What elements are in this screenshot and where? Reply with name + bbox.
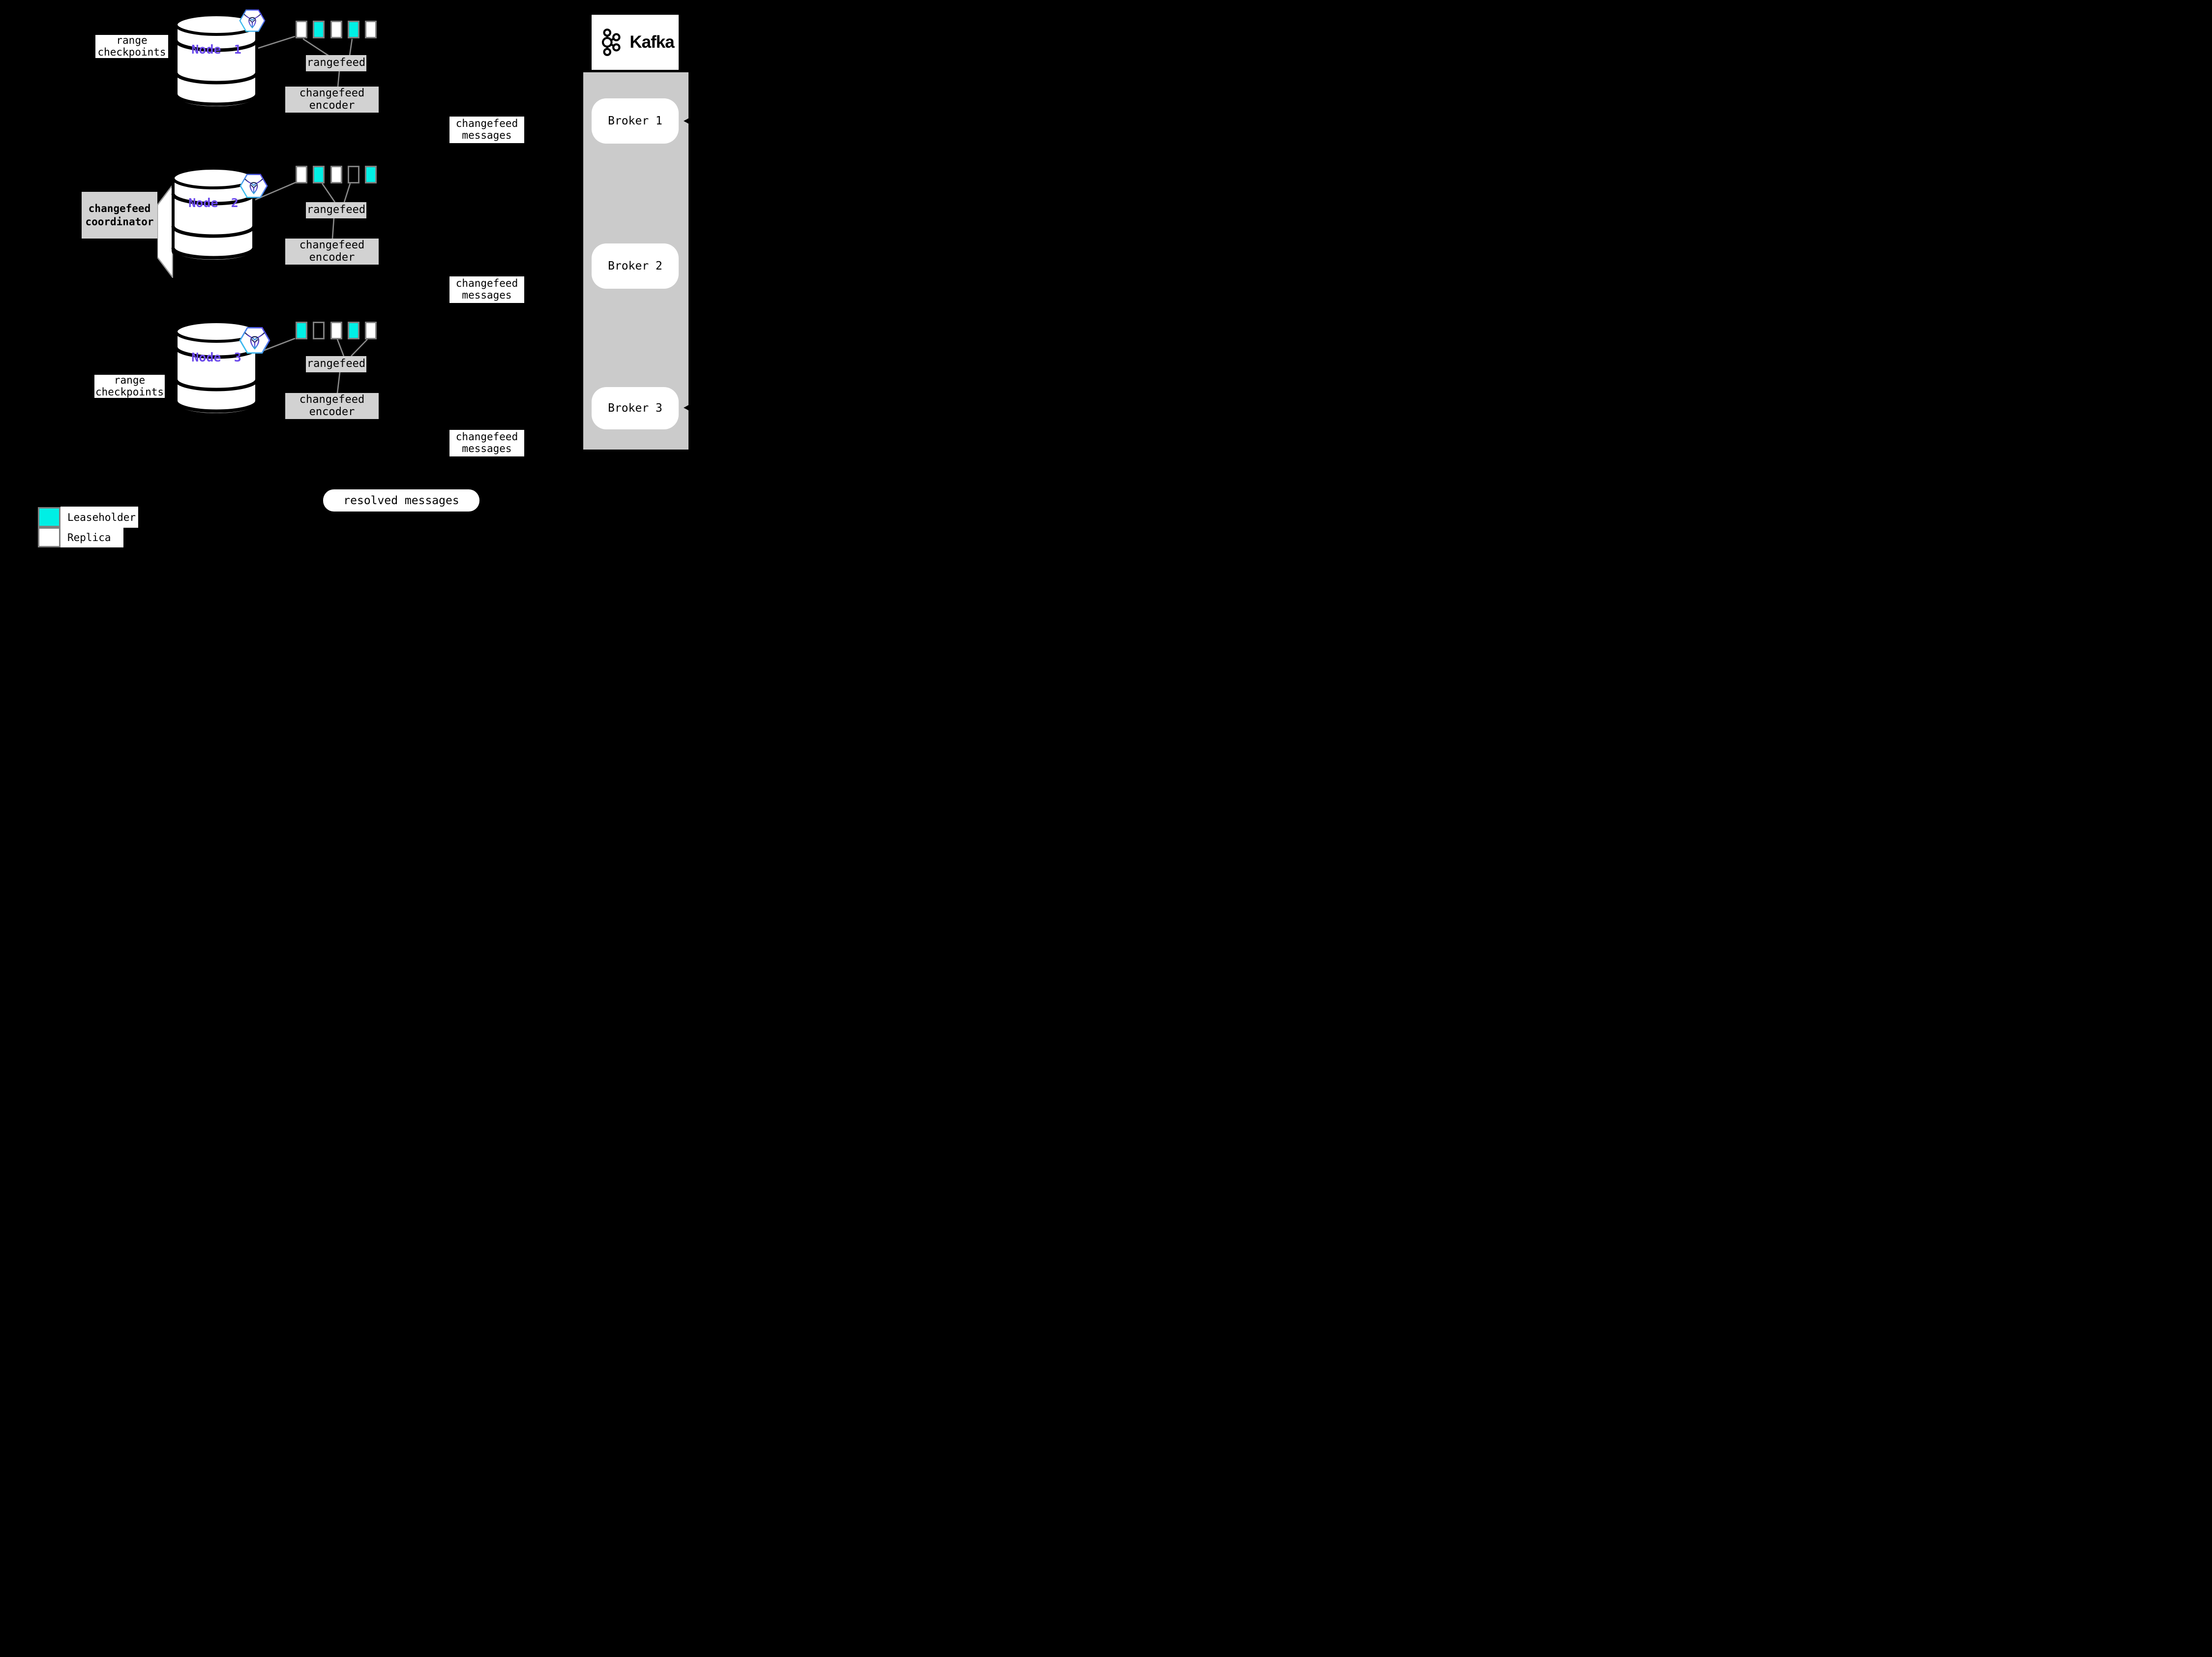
node1-cylinder-icon	[173, 13, 260, 110]
arrowhead-icon	[684, 404, 690, 411]
rangefeed-box-node2: rangefeed	[306, 202, 366, 218]
changefeed-messages-label-1: changefeed messages	[449, 117, 524, 143]
range-swatch	[296, 322, 307, 339]
connector-lines	[250, 35, 368, 393]
arrowhead-icon	[684, 118, 690, 124]
legend-swatch-leaseholder	[38, 507, 60, 527]
broker-box-2: Broker 2	[592, 243, 679, 289]
cockroachdb-badge-icon	[239, 325, 270, 356]
node2-label: Node 2	[188, 196, 239, 210]
range-swatch	[330, 322, 342, 339]
cockroachdb-badge-icon	[239, 172, 268, 200]
diagram-canvas: range checkpoints Node 1	[0, 0, 737, 552]
range-swatch	[330, 166, 342, 183]
range-swatch	[313, 21, 325, 38]
range-checkpoints-label-node3: range checkpoints	[94, 374, 165, 398]
range-swatch	[365, 166, 377, 183]
range-swatch	[348, 166, 359, 183]
range-swatch	[313, 166, 325, 183]
kafka-logo-box: Kafka	[592, 15, 679, 70]
range-swatch	[296, 166, 307, 183]
range-swatch	[365, 21, 377, 38]
kafka-wordmark: Kafka	[629, 32, 674, 52]
cockroachdb-badge-icon	[239, 7, 266, 34]
node1-label: Node 1	[191, 42, 241, 57]
rangefeed-box-node3: rangefeed	[306, 356, 366, 372]
kafka-logo-icon	[596, 27, 627, 58]
range-swatch	[348, 21, 359, 38]
changefeed-coordinator-label: changefeed coordinator	[82, 192, 157, 239]
changefeed-encoder-box-node1: changefeed encoder	[285, 87, 379, 113]
legend-label-replica: Replica	[60, 528, 123, 547]
coordinator-flag-shape	[157, 184, 173, 278]
range-swatch	[330, 21, 342, 38]
range-swatch	[296, 21, 307, 38]
node3-label: Node 3	[191, 350, 241, 364]
changefeed-encoder-box-node3: changefeed encoder	[285, 393, 379, 419]
broker-box-3: Broker 3	[592, 387, 679, 429]
legend-label-leaseholder: Leaseholder	[60, 507, 138, 528]
range-swatch	[348, 322, 359, 339]
range-checkpoints-label-node1: range checkpoints	[95, 34, 168, 58]
rangefeed-box-node1: rangefeed	[306, 55, 366, 71]
changefeed-encoder-box-node2: changefeed encoder	[285, 239, 379, 265]
resolved-messages-pill: resolved messages	[323, 489, 479, 512]
legend-swatch-replica	[38, 527, 60, 547]
broker-box-1: Broker 1	[592, 98, 679, 144]
changefeed-messages-label-2: changefeed messages	[449, 276, 524, 303]
range-swatch	[313, 322, 325, 339]
changefeed-messages-label-3: changefeed messages	[449, 430, 524, 456]
range-swatch	[365, 322, 377, 339]
